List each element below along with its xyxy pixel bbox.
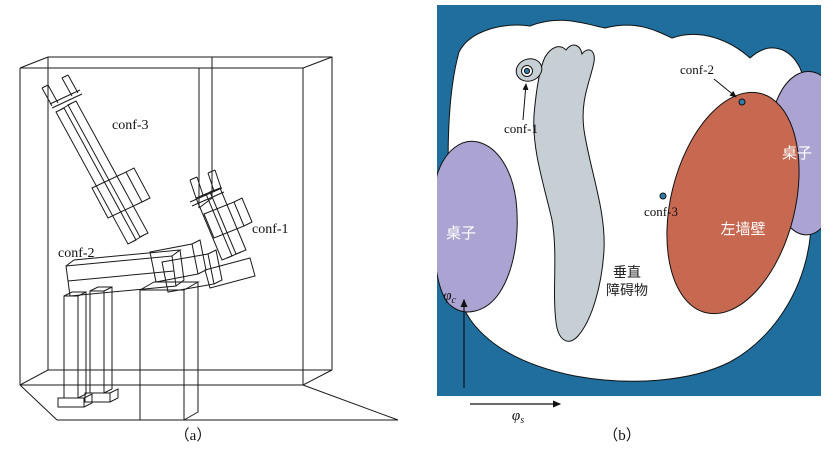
left-wall-region	[666, 91, 800, 315]
leg-b	[89, 286, 113, 394]
axes: φc φs	[443, 288, 562, 426]
panel-b-shapes	[437, 19, 821, 382]
room-bottom-right-connector	[302, 369, 333, 386]
y-axis-symbol: φ	[443, 288, 451, 304]
conf3-rail-ties	[59, 102, 145, 243]
conf3-rail-b	[67, 100, 149, 238]
conf1-arm	[189, 169, 253, 261]
room-top-left-connector	[19, 56, 49, 69]
conf2-arm-seam	[67, 270, 175, 282]
conf3-label-a: conf-3	[112, 118, 149, 133]
conf3-label-b: conf-3	[644, 204, 678, 219]
floor-left-diagonal	[19, 384, 58, 421]
panel-a: conf-3 conf-1 conf-2	[19, 56, 399, 421]
conf1-label-b: conf-1	[504, 121, 538, 136]
x-axis-label: φs	[512, 408, 524, 426]
leg-a	[63, 291, 87, 399]
x-axis-subscript: s	[520, 415, 524, 426]
joint-cluster	[149, 239, 256, 293]
conf2-arm	[65, 249, 185, 297]
room-wireframe	[19, 56, 399, 421]
conf3-carriage	[91, 167, 151, 219]
conf1-leader-arrow	[522, 83, 529, 121]
y-axis-subscript: c	[452, 295, 457, 306]
x-axis-symbol: φ	[512, 408, 520, 424]
conf1-gripper	[189, 169, 225, 207]
pedestal-box	[139, 281, 200, 421]
pedestal-front-face	[139, 289, 185, 421]
joint-box-2	[161, 249, 223, 293]
conf2-label-a: conf-2	[58, 246, 95, 261]
table-left-label: 桌子	[446, 225, 476, 242]
conf2-leader-arrow	[713, 78, 737, 98]
table-right-label: 桌子	[782, 145, 812, 162]
joint-rod-right	[204, 257, 256, 289]
room-bottom-left-connector	[19, 369, 49, 386]
conf1-rail-ties	[200, 189, 242, 259]
conf1-carriage	[203, 197, 253, 239]
conf2-arm-end-face	[175, 249, 185, 287]
left-wall-label: 左墙壁	[720, 221, 765, 238]
room-top-right-connector	[302, 56, 333, 69]
room-back-top-right-edge	[48, 56, 333, 370]
conf2-support	[57, 286, 119, 408]
conf1-point	[523, 67, 531, 75]
conf3-point	[659, 192, 667, 200]
conf2-label-b: conf-2	[680, 62, 714, 77]
joint-box-1	[149, 239, 207, 283]
pedestal-back-edge	[183, 282, 199, 421]
conf1-rail-b	[209, 187, 247, 255]
table-left-region	[437, 140, 518, 313]
vertical-obstacle-label-line1: 垂直	[613, 264, 641, 280]
conf3-gripper	[41, 74, 83, 109]
conf2-arm-top-face	[65, 249, 182, 267]
caption-b: （b）	[603, 427, 641, 444]
foot-b	[84, 388, 119, 403]
panel-b: 桌子 桌子 左墙壁 垂直 障碍物 conf-1 conf-2 conf-3 φc…	[437, 5, 821, 426]
vertical-obstacle-label-line2: 障碍物	[606, 282, 648, 298]
foot-a	[57, 393, 93, 408]
ceiling-pillar	[198, 57, 213, 209]
conf2-point	[738, 98, 746, 106]
floor-right-diagonal	[302, 384, 399, 421]
pedestal-top-face	[139, 281, 200, 291]
conf3-arm	[41, 74, 151, 245]
y-axis-label: φc	[443, 288, 456, 306]
vertical-obstacle-region	[533, 44, 605, 342]
conf1-label-a: conf-1	[252, 222, 289, 237]
caption-a: （a）	[175, 427, 212, 444]
